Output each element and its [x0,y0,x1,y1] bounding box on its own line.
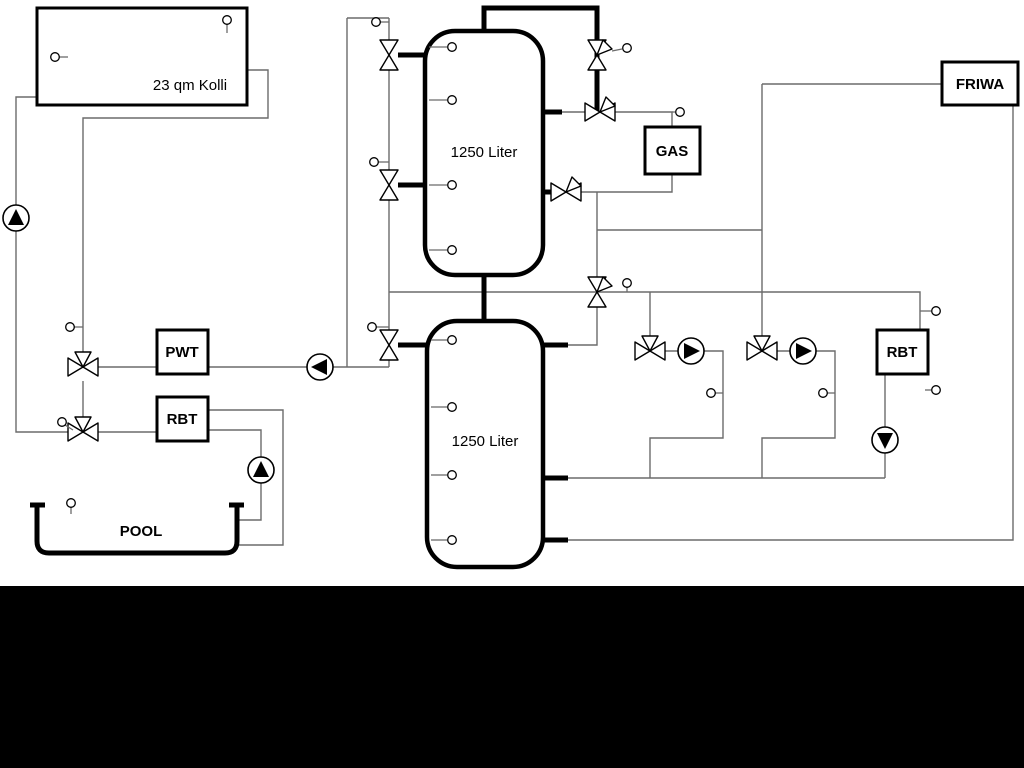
temp-sensor-tank1-4-icon [429,245,457,255]
buffer-tank-1 [422,28,546,278]
pwt-heat-exchanger-box [155,328,210,376]
temp-sensor-solar-line-icon [65,322,83,332]
pump-rbt-right-icon [871,426,899,454]
pwt-label: PWT [165,344,198,361]
collector-label: 23 qm Kolli [153,77,227,94]
rbt-right-label: RBT [887,344,918,361]
temp-sensor-tank2-3-icon [431,470,457,480]
temp-sensor-riser-top-icon [371,17,389,27]
temp-sensor-tank2-4-icon [431,535,457,545]
temp-sensor-tank1-3-icon [429,180,457,190]
pump-heating-circuit-1-icon [677,337,705,365]
temp-sensor-circuit-1-icon [706,388,723,398]
pool-basin [30,502,244,556]
temp-sensor-pool-valve-icon [57,417,74,431]
temp-sensor-collector-left-icon [50,52,68,62]
rbt-heat-exchanger-left-box [155,395,210,443]
buffer-tank-2 [424,318,546,570]
temp-sensor-collector-top-icon [222,15,232,33]
rbt-heat-exchanger-right-box [875,328,930,376]
pump-pool-icon [247,456,275,484]
temp-sensor-rbt-right-bottom-icon [925,385,941,395]
friwa-station-box [940,60,1020,107]
temp-sensor-gas-line-icon [672,107,685,117]
temp-sensor-heating-header-icon [622,278,632,292]
pump-solar-icon [2,204,30,232]
tank2-label: 1250 Liter [452,433,519,450]
pump-pwt-charge-icon [306,353,334,381]
temp-sensor-header-valve-icon [611,43,632,53]
temp-sensor-tank2-2-icon [431,402,457,412]
gas-label: GAS [656,143,689,160]
tank1-label: 1250 Liter [451,144,518,161]
solar-collector-box [35,6,249,107]
temp-sensor-rbt-right-top-icon [920,306,941,316]
rbt-left-label: RBT [167,411,198,428]
gas-boiler-box [643,125,702,176]
pump-heating-circuit-2-icon [789,337,817,365]
friwa-label: FRIWA [956,76,1004,93]
pool-label: POOL [120,523,163,540]
temp-sensor-tank2-1-icon [431,335,457,345]
temp-sensor-pool-icon [66,498,76,514]
pipes-thin [15,17,1014,546]
temp-sensor-tank1-2-icon [429,95,457,105]
temp-sensor-tank1-1-icon [429,42,457,52]
letterbox-bottom [0,586,1024,768]
temp-sensor-circuit-2-icon [818,388,835,398]
temp-sensor-riser-mid-icon [369,157,389,167]
temp-sensor-riser-low-icon [367,322,389,332]
